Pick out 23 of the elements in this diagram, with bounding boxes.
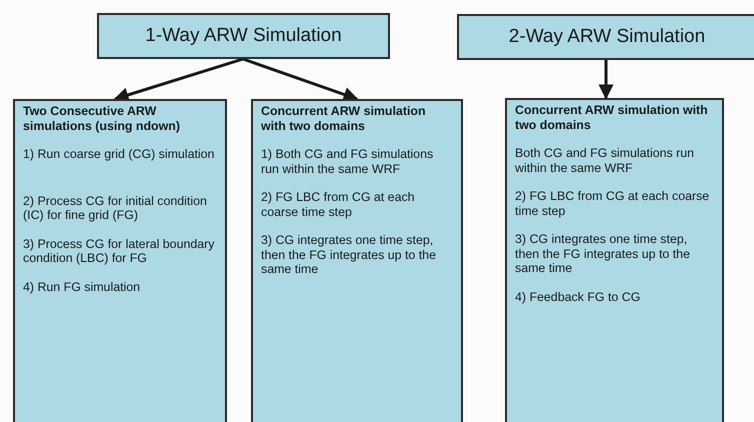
title-box xyxy=(97,13,390,59)
step-text: 1) Both CG and FG simulations run within the same WRF xyxy=(261,147,434,176)
step-text: 3) CG integrates one time step, then the FG integrates up to the same time xyxy=(515,232,691,276)
step-text: 4) Run FG simulation xyxy=(23,280,142,294)
title-box xyxy=(457,14,754,60)
step-text: 4) Feedback FG to CG xyxy=(515,290,642,304)
column-heading: Two Consecutive ARW simulations (using ndown) xyxy=(23,104,181,133)
arrow xyxy=(598,60,614,100)
step-text: 1) Run coarse grid (CG) simulation xyxy=(23,147,216,162)
box-title: 2-Way ARW Simulation xyxy=(508,26,706,48)
step-list-box xyxy=(251,99,463,422)
arrow xyxy=(242,58,358,102)
step-list-box xyxy=(13,99,227,422)
box-title: 1-Way ARW Simulation xyxy=(145,25,342,47)
column-heading: Concurrent ARW simulation with two domains xyxy=(515,103,709,132)
step-text: 3) CG integrates one time step, then the FG integrates up to the same time xyxy=(261,233,437,276)
step-text: 2) Process CG for initial condition (IC) for fine grid (FG) xyxy=(23,194,208,222)
step-text: 3) Process CG for lateral boundary condition (LBC) for FG xyxy=(23,236,216,266)
step-text: 2) FG LBC from CG at each coarse time step xyxy=(515,189,710,218)
step-text: 2) FG LBC from CG at each coarse time step xyxy=(261,190,416,219)
column-heading: Concurrent ARW simulation with two domains xyxy=(261,104,427,133)
step-list-box xyxy=(505,98,724,422)
step-text: Both CG and FG simulations run within the same WRF xyxy=(515,146,696,175)
